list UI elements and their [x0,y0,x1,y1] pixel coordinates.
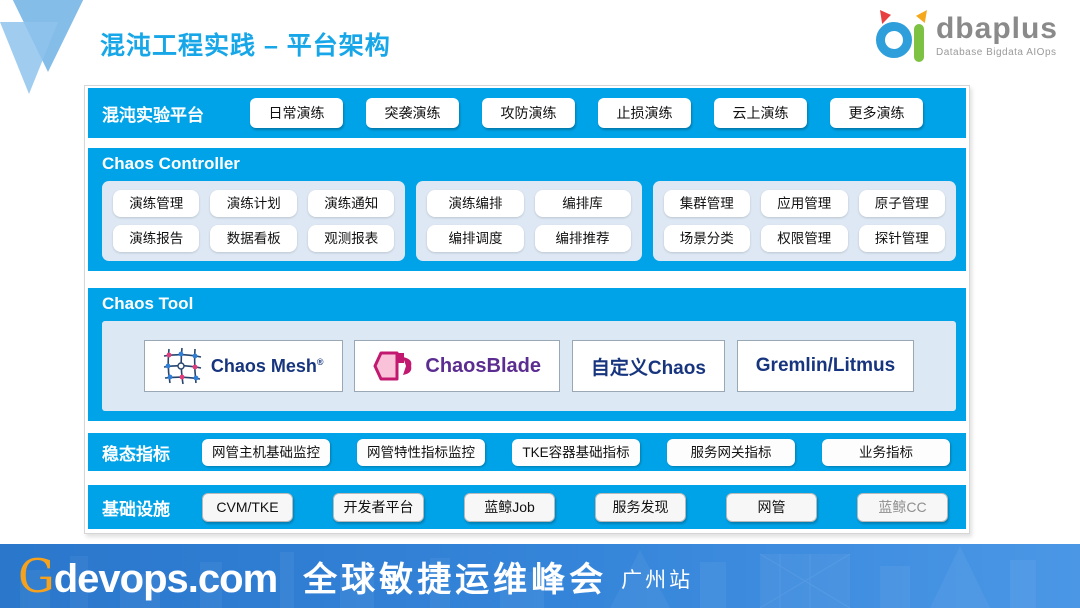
box-probe-management: 探针管理 [858,225,945,252]
box-feature-metric-monitor: 网管特性指标监控 [357,438,485,466]
box-loss-stop-drill: 止损演练 [598,98,691,128]
tool-chaos-mesh: Chaos Mesh® [143,340,343,392]
tool-label-chaos-mesh: Chaos Mesh® [210,355,324,376]
box-data-dashboard: 数据看板 [210,225,297,252]
dbaplus-wordmark: dbaplus [935,12,1058,45]
dbaplus-logo-icon [874,10,928,62]
city-skyline-icon [20,546,1036,608]
gdevops-logo: Gdevops.com [18,549,278,603]
controller-group-orchestration: 演练编排 编排库 编排调度 编排推荐 [416,181,642,261]
band-experiment-platform: 混沌实验平台 日常演练 突袭演练 攻防演练 止损演练 云上演练 更多演练 [88,88,966,138]
box-orchestration-schedule: 编排调度 [427,225,524,252]
tool-label-gremlin-litmus: Gremlin/Litmus [755,355,896,376]
box-developer-platform: 开发者平台 [333,492,424,522]
slide-header: 混沌工程实践 – 平台架构 dbaplus Database Bigdata A… [0,0,1080,94]
box-tke-container-metric: TKE容器基础指标 [512,438,640,466]
band-title-chaos-controller: Chaos Controller [102,154,240,173]
box-drill-plan: 演练计划 [210,190,297,217]
band-label-infrastructure: 基础设施 [102,499,170,519]
box-app-management: 应用管理 [761,190,848,217]
tool-label-custom-chaos: 自定义Chaos [590,357,706,379]
band-label-experiment-platform: 混沌实验平台 [102,105,204,125]
box-host-basic-monitor: 网管主机基础监控 [202,438,330,466]
event-title: 全球敏捷运维峰会 [303,559,608,600]
box-service-discovery: 服务发现 [595,492,686,522]
box-more-drill: 更多演练 [830,98,923,128]
box-drill-notice: 演练通知 [307,190,395,217]
tool-gremlin-litmus: Gremlin/Litmus [736,340,915,392]
box-cluster-management: 集群管理 [663,190,750,217]
dbaplus-logo: dbaplus Database Bigdata AIOps [874,10,1058,62]
controller-group-management: 集群管理 应用管理 原子管理 场景分类 权限管理 探针管理 [652,181,956,261]
box-surprise-drill: 突袭演练 [366,98,459,128]
page-title: 混沌工程实践 – 平台架构 [100,32,391,60]
band-title-chaos-tool: Chaos Tool [102,294,194,313]
box-orchestration-library: 编排库 [534,190,631,217]
box-cvm-tke: CVM/TKE [202,492,293,522]
box-service-gateway-metric: 服务网关指标 [667,438,795,466]
box-observe-report: 观测报表 [307,225,395,252]
box-network-management: 网管 [726,492,817,522]
dbaplus-tagline: Database Bigdata AIOps [935,47,1057,58]
box-orchestration-recommend: 编排推荐 [534,225,631,252]
box-attack-defense-drill: 攻防演练 [482,98,575,128]
tool-label-chaosblade: ChaosBlade [425,354,541,377]
box-scene-category: 场景分类 [663,225,750,252]
event-city: 广州站 [621,568,694,592]
band-infrastructure: 基础设施 CVM/TKE 开发者平台 蓝鲸Job 服务发现 网管 蓝鲸CC [88,485,966,529]
footer-banner: Gdevops.com 全球敏捷运维峰会 广州站 [0,544,1080,608]
box-drill-orchestration: 演练编排 [427,190,524,217]
box-permission-management: 权限管理 [761,225,848,252]
box-daily-drill: 日常演练 [250,98,343,128]
box-drill-management: 演练管理 [113,190,200,217]
tool-custom-chaos: 自定义Chaos [571,340,725,392]
box-atom-management: 原子管理 [858,190,945,217]
controller-group-drill: 演练管理 演练计划 演练通知 演练报告 数据看板 观测报表 [102,181,406,261]
band-chaos-tool: Chaos Tool Chao [88,288,966,421]
band-label-steady-metrics: 稳态指标 [102,444,170,464]
chaosblade-icon [373,351,412,381]
tool-chaosblade: ChaosBlade [354,340,560,392]
box-bluewhale-job: 蓝鲸Job [464,492,555,522]
chaos-mesh-icon [163,347,202,385]
box-drill-report: 演练报告 [113,225,200,252]
band-chaos-controller: Chaos Controller 演练管理 演练计划 演练通知 演练报告 数据看… [88,148,966,271]
box-bluewhale-cc: 蓝鲸CC [857,492,948,522]
band-steady-metrics: 稳态指标 网管主机基础监控 网管特性指标监控 TKE容器基础指标 服务网关指标 … [88,433,966,471]
box-business-metric: 业务指标 [822,438,950,466]
box-cloud-drill: 云上演练 [714,98,807,128]
architecture-diagram: 混沌实验平台 日常演练 突袭演练 攻防演练 止损演练 云上演练 更多演练 Cha… [84,85,970,534]
